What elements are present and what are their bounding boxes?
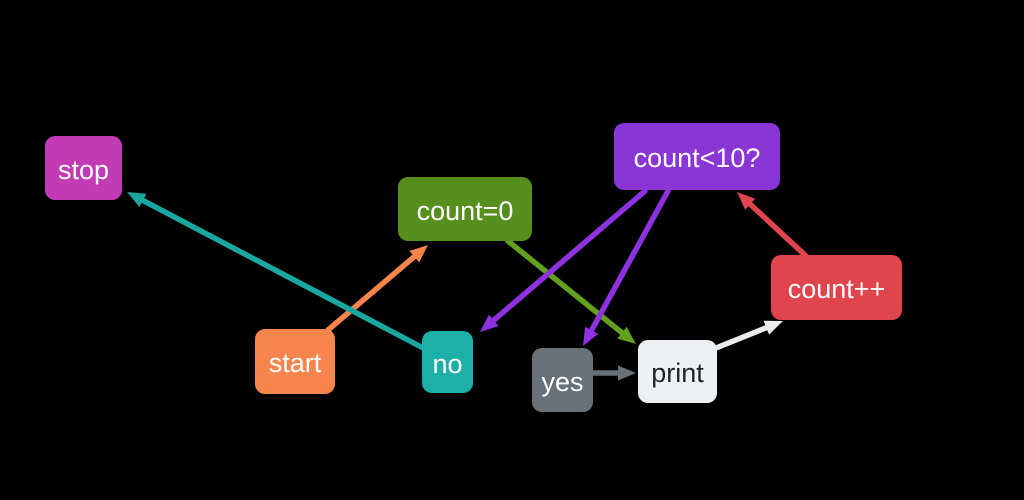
node-label: count<10? bbox=[633, 143, 761, 173]
edge-condition-no bbox=[480, 188, 648, 332]
node-label: no bbox=[432, 348, 463, 379]
node-condition[interactable]: count<10? bbox=[614, 123, 780, 190]
edge-line bbox=[747, 201, 809, 259]
edge-line bbox=[713, 324, 770, 351]
arrowhead-icon bbox=[127, 192, 147, 208]
node-label: stop bbox=[57, 154, 110, 185]
edge-start-count_init bbox=[325, 245, 428, 333]
edge-line bbox=[140, 197, 428, 352]
node-start[interactable]: start bbox=[255, 329, 335, 394]
node-count_init[interactable]: count=0 bbox=[398, 177, 532, 241]
edge-line bbox=[490, 188, 648, 324]
arrowhead-icon bbox=[763, 320, 783, 335]
arrowhead-icon bbox=[409, 245, 428, 263]
arrowhead-icon bbox=[618, 365, 636, 381]
node-increment[interactable]: count++ bbox=[771, 255, 902, 320]
node-print[interactable]: print bbox=[638, 340, 717, 403]
arrowhead-icon bbox=[583, 326, 599, 346]
edge-count_init-print bbox=[505, 238, 636, 344]
node-label: yes bbox=[541, 366, 584, 397]
arrowhead-icon bbox=[480, 314, 499, 332]
node-yes[interactable]: yes bbox=[532, 348, 593, 412]
edge-increment-condition bbox=[737, 192, 809, 259]
edge-print-increment bbox=[713, 320, 783, 351]
edge-line bbox=[505, 238, 625, 336]
node-label: start bbox=[268, 348, 322, 378]
arrowhead-icon bbox=[737, 192, 756, 210]
edge-condition-yes bbox=[583, 188, 671, 346]
node-no[interactable]: no bbox=[422, 331, 473, 393]
node-label: print bbox=[651, 358, 704, 388]
node-label: count++ bbox=[787, 274, 886, 304]
edge-line bbox=[588, 188, 671, 333]
node-stop[interactable]: stop bbox=[45, 136, 122, 200]
node-label: count=0 bbox=[416, 195, 514, 226]
edge-line bbox=[325, 253, 418, 333]
edge-no-stop bbox=[127, 192, 428, 352]
arrowhead-icon bbox=[617, 326, 636, 344]
edge-yes-print bbox=[591, 365, 636, 381]
